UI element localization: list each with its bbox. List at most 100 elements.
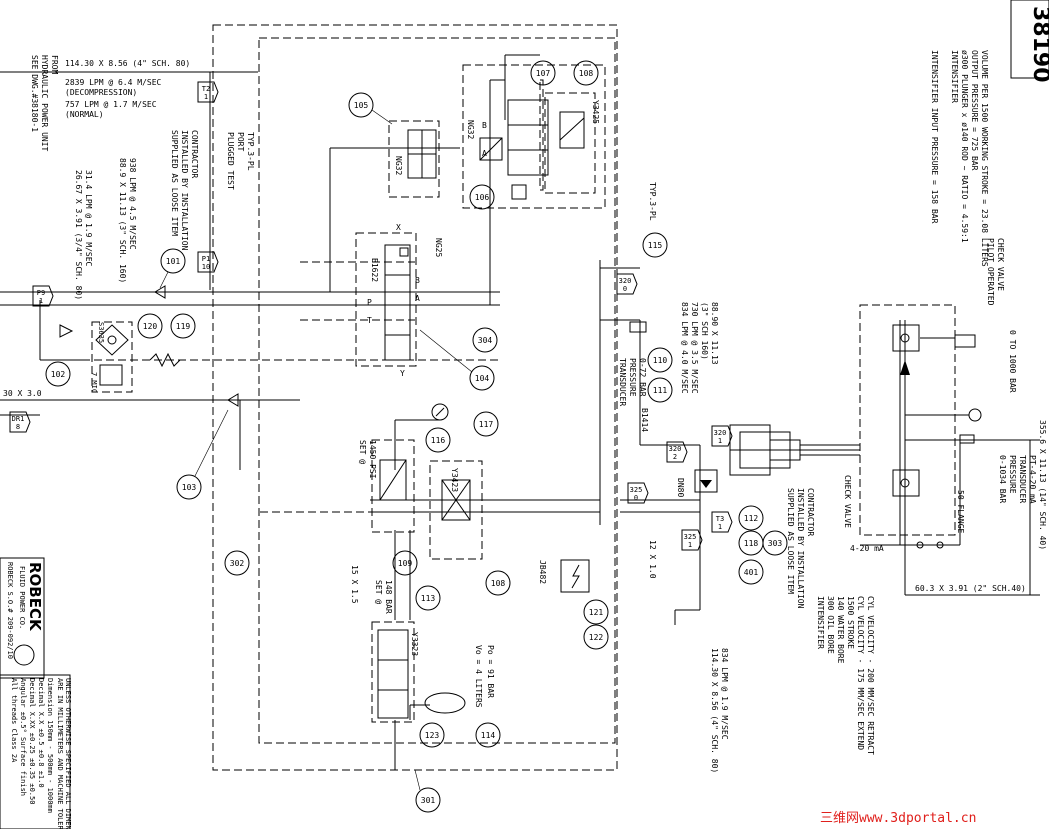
svg-text:101: 101: [166, 257, 181, 266]
svg-text:0: 0: [623, 285, 627, 293]
svg-text:304: 304: [478, 336, 493, 345]
svg-text:106: 106: [475, 193, 490, 202]
svg-text:CHECK VALVE: CHECK VALVE: [996, 238, 1005, 291]
note-signal-420-b: 4-20 mA: [850, 544, 884, 553]
svg-text:Vo = 4 LITERS: Vo = 4 LITERS: [474, 645, 483, 708]
inner-manifold-frame: [258, 37, 616, 744]
svg-text:938 LPM @ 4.5 M/SEC: 938 LPM @ 4.5 M/SEC: [128, 158, 137, 250]
svg-text:PRESSURE: PRESSURE: [1008, 455, 1017, 494]
valve-106: [479, 137, 503, 161]
svg-text:114.30 X 8.56 (4" SCH. 80): 114.30 X 8.56 (4" SCH. 80): [710, 648, 719, 773]
port-t: T: [367, 316, 372, 325]
svg-text:1500 STROKE: 1500 STROKE: [846, 596, 855, 649]
svg-text:T3: T3: [716, 515, 724, 523]
company-block: ROBECK FLUID POWER CO. ROBECK S.O.# 209-…: [0, 557, 45, 679]
label-jb482: JB482: [538, 560, 547, 584]
svg-text:Angular ±0.5° Surface finis: Angular ±0.5° Surface finish: [19, 678, 27, 796]
callout-123: 123: [419, 722, 445, 748]
svg-text:(DECOMPRESSION): (DECOMPRESSION): [65, 88, 137, 97]
svg-text:114.30 X 8.56 (4" SCH. 80): 114.30 X 8.56 (4" SCH. 80): [65, 59, 190, 68]
svg-text:115: 115: [648, 241, 663, 250]
callout-105: 105: [348, 92, 393, 125]
svg-text:88.90 X 11.13: 88.90 X 11.13: [710, 302, 719, 365]
frame-109: [371, 439, 415, 533]
note-intensifier-left: INTENSIFIER 300 OIL BORE 140 WATER BORE …: [816, 596, 875, 755]
svg-text:140 WATER BORE: 140 WATER BORE: [836, 596, 845, 664]
svg-text:303: 303: [768, 539, 783, 548]
svg-text:103: 103: [182, 483, 197, 492]
outer-assembly-frame: [212, 24, 618, 771]
callout-110: 110: [647, 347, 673, 373]
port-a: A: [415, 294, 420, 303]
svg-text:PORT: PORT: [236, 132, 245, 151]
svg-text:TYP.3-PL: TYP.3-PL: [246, 132, 255, 171]
frame-120: [91, 321, 133, 393]
valve-107: [507, 99, 549, 200]
note-main-pipe: 114.30 X 8.56 (4" SCH. 80) 2839 LPM @ 6.…: [65, 59, 190, 119]
intensifier-right-section: [859, 304, 1040, 596]
transducer-b1414: [629, 321, 647, 333]
svg-text:0: 0: [634, 494, 638, 502]
svg-text:1: 1: [718, 523, 722, 531]
svg-text:T2: T2: [202, 85, 210, 93]
svg-text:CONTRACTOR: CONTRACTOR: [190, 130, 199, 178]
svg-text:116: 116: [431, 436, 446, 445]
svg-text:(NORMAL): (NORMAL): [65, 110, 104, 119]
svg-text:DR1: DR1: [12, 415, 25, 423]
svg-text:P9: P9: [37, 289, 45, 297]
callout-106: 106: [469, 184, 495, 210]
valve-y3425: [559, 111, 585, 149]
svg-text:122: 122: [589, 633, 604, 642]
watermark: 三维网www.3dportal.cn: [820, 811, 976, 826]
svg-text:320: 320: [669, 445, 682, 453]
callout-117: 117: [473, 411, 499, 437]
svg-text:HYDRAULIC POWER UNIT: HYDRAULIC POWER UNIT: [40, 55, 49, 152]
spring-119: [149, 352, 181, 368]
note-transducer-2: 0-1034 BAR PRESSURE TRANSDUCER PT-: [998, 455, 1037, 503]
note-gauge-range: 0 TO 1000 BAR: [1008, 330, 1017, 393]
valve-109: [379, 459, 407, 501]
note-pipe-26: 26.67 X 3.91 (3/4" SCH. 80) 31.4 LPM @ 1…: [74, 170, 93, 300]
note-transducer-1: 0-72 BAR PRESSURE TRANSDUCER: [618, 358, 647, 406]
label-b1414: B1414: [640, 408, 649, 432]
note-set-148: SET @ 148 BAR: [374, 580, 393, 614]
label-y3425: Y3425: [591, 100, 600, 124]
svg-text:88.9 X 11.13 (3" SCH. 160): 88.9 X 11.13 (3" SCH. 160): [118, 158, 127, 283]
main-piping: [0, 54, 701, 770]
svg-text:SET @: SET @: [374, 580, 383, 604]
svg-text:INTENSIFIER: INTENSIFIER: [816, 596, 825, 649]
tag-t3: T31: [711, 511, 733, 533]
svg-text:PT-: PT-: [1028, 455, 1037, 469]
svg-text:102: 102: [51, 370, 66, 379]
accumulator-114: [424, 692, 466, 714]
svg-text:Decimal X.XX ±0.25 ±0.35 ±0.5: Decimal X.XX ±0.25 ±0.35 ±0.50: [28, 678, 36, 804]
frame-y3425: [544, 92, 596, 194]
check-valve-101: [154, 285, 166, 299]
note-supplied-loose-1: SUPPLIED AS LOOSE ITEM INSTALLED BY INST…: [170, 130, 199, 251]
intensifier-cylinder: [729, 424, 860, 476]
svg-text:1: 1: [688, 541, 692, 549]
callout-113: 113: [415, 585, 441, 611]
callout-103: 103: [176, 409, 229, 500]
callout-301: 301: [414, 769, 441, 813]
svg-text:325: 325: [630, 486, 643, 494]
gauge-117: [431, 403, 449, 421]
note-intensifier-top: INTENSIFIER INPUT PRESSURE = 158 BAR INT…: [930, 50, 989, 267]
frame-113: [371, 621, 415, 723]
callout-104: 104: [419, 329, 495, 391]
svg-text:INSTALLED BY INSTALLATION: INSTALLED BY INSTALLATION: [796, 488, 805, 609]
svg-text:1: 1: [204, 93, 208, 101]
svg-text:26.67 X 3.91 (3/4" SCH. 80): 26.67 X 3.91 (3/4" SCH. 80): [74, 170, 83, 300]
note-pipe-15: 15 X 1.5: [350, 565, 359, 604]
note-supplied-loose-2: SUPPLIED AS LOOSE ITEM INSTALLED BY INST…: [786, 488, 815, 609]
note-flange-50: 50 FLANGE: [956, 490, 965, 534]
svg-text:119: 119: [176, 322, 191, 331]
callout-118: 118: [738, 530, 764, 556]
note-pipe-355: 355.6 X 11.13 (14" SCH. 40): [1038, 420, 1047, 550]
svg-text:757 LPM @ 1.7 M/SEC: 757 LPM @ 1.7 M/SEC: [65, 100, 157, 109]
svg-text:108: 108: [491, 579, 506, 588]
svg-text:123: 123: [425, 731, 440, 740]
port-a-upper: A: [482, 149, 487, 158]
